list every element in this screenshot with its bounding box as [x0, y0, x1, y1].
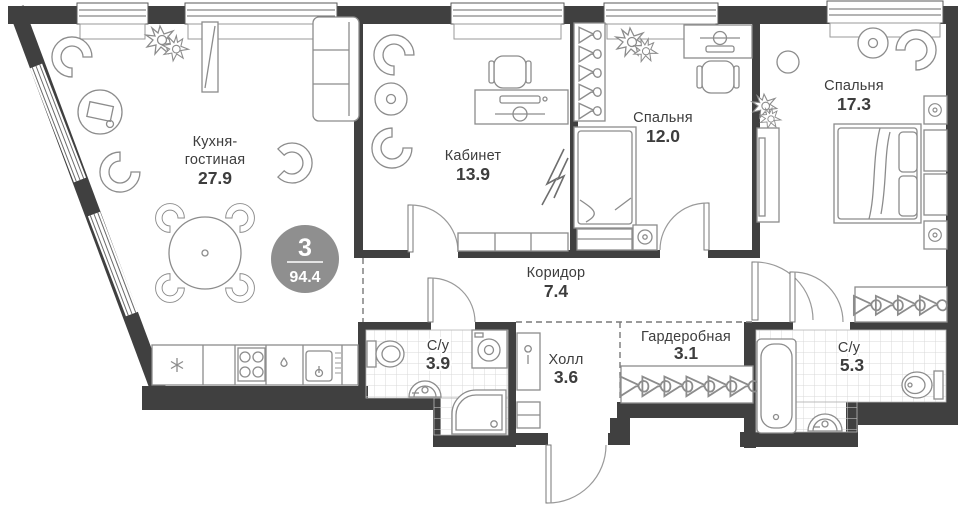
- bathroom-53-label: С/у: [838, 340, 861, 356]
- kitchen-sink-icon: [305, 350, 341, 382]
- wardrobe-unit-icon: [756, 127, 780, 223]
- bedroom-17-area: 17.3: [837, 94, 871, 114]
- closet-icon: [573, 22, 606, 122]
- badge-rooms-count: 3: [298, 234, 312, 262]
- desk-icon: [474, 89, 569, 125]
- armchair-icon: [91, 147, 145, 201]
- window: [450, 2, 565, 40]
- tv-console-icon: [457, 232, 569, 252]
- hall-area: 3.6: [554, 367, 579, 387]
- toilet-icon: [366, 340, 405, 368]
- office-label: Кабинет: [445, 148, 502, 164]
- kitchen-counter: [151, 344, 359, 386]
- bathroom-39-door: [427, 277, 476, 323]
- nightstand-icon: [923, 129, 948, 172]
- armchair-icon: [277, 142, 313, 184]
- corridor-label: Коридор: [527, 265, 586, 281]
- nightstand-icon: [632, 224, 658, 251]
- sink-icon: [408, 380, 442, 398]
- tv-panel-icon: [201, 21, 219, 93]
- laptop-table-icon: [77, 89, 123, 135]
- hall-label: Холл: [549, 352, 584, 368]
- doors: [407, 202, 844, 504]
- double-bed-icon: [833, 123, 922, 224]
- office-door: [407, 204, 459, 253]
- small-table-icon: [776, 50, 800, 74]
- windows-diagonal: [29, 63, 139, 317]
- apartment-badge: 3 94.4: [271, 225, 339, 293]
- wardrobe-label: Гардеробная: [641, 329, 731, 345]
- office-chair-icon: [696, 60, 740, 94]
- armchair-icon: [363, 123, 417, 177]
- room-bathroom-39: [366, 329, 508, 435]
- bathroom-39-area: 3.9: [426, 353, 451, 373]
- bathroom-39-label: С/у: [427, 338, 450, 354]
- toilet-icon: [901, 370, 944, 400]
- armchair-icon: [365, 26, 419, 80]
- dresser-icon: [923, 95, 948, 125]
- side-table-icon: [857, 27, 889, 59]
- water-drop-icon: [280, 356, 288, 368]
- washing-machine-icon: [471, 329, 508, 369]
- wardrobe-area: 3.1: [674, 343, 699, 363]
- bedroom-17-label: Спальня: [824, 78, 884, 94]
- bedroom-12-door: [659, 202, 710, 251]
- bathroom-53-door: [789, 271, 844, 323]
- room-bathroom-53: [756, 338, 944, 434]
- sofa-icon: [312, 16, 360, 122]
- bedroom-17-door: [751, 261, 814, 321]
- dining-table-icon: [149, 197, 261, 309]
- room-kitchen-living: [43, 16, 360, 386]
- nightstand-icon: [923, 173, 948, 216]
- shower-icon: [451, 389, 507, 435]
- sink-icon: [807, 413, 843, 432]
- room-bedroom-17: [751, 21, 948, 323]
- window: [184, 2, 338, 40]
- windows-top: [76, 0, 944, 40]
- dresser-icon: [923, 220, 948, 250]
- hanger-rail-icon: [852, 286, 948, 323]
- zone-boundaries: [362, 258, 752, 402]
- plant-icon: [145, 25, 193, 66]
- bathroom-53-area: 5.3: [840, 355, 865, 375]
- office-area: 13.9: [456, 164, 490, 184]
- bathtub-icon: [756, 338, 797, 434]
- shoe-cabinet-icon: [516, 401, 541, 429]
- kitchen-living-label2: гостиная: [185, 152, 246, 168]
- entrance-door: [545, 444, 607, 504]
- badge-total-area: 94.4: [289, 269, 320, 286]
- single-bed-icon: [573, 126, 637, 251]
- coat-closet-icon: [516, 332, 541, 391]
- kitchen-living-label: Кухня-: [193, 134, 238, 150]
- room-wardrobe: [619, 365, 760, 404]
- bedroom-12-label: Спальня: [633, 110, 693, 126]
- fridge-icon: [170, 358, 184, 372]
- room-hall: [516, 332, 541, 429]
- kitchen-living-area: 27.9: [198, 168, 232, 188]
- window: [76, 2, 149, 40]
- hanger-rail-icon: [619, 365, 760, 404]
- lightning-icon: [541, 148, 569, 206]
- badge-circle: [271, 225, 339, 293]
- office-chair-icon: [488, 55, 532, 89]
- corridor-area: 7.4: [544, 281, 569, 301]
- desk-icon: [683, 24, 753, 59]
- stove-icon: [237, 347, 266, 382]
- room-bedroom-12: [573, 22, 753, 251]
- room-labels: Кухня- гостиная 27.9 Кабинет 13.9 Спальн…: [185, 78, 884, 387]
- pouf-icon: [374, 82, 408, 116]
- room-office: [363, 26, 569, 252]
- bedroom-12-area: 12.0: [646, 126, 680, 146]
